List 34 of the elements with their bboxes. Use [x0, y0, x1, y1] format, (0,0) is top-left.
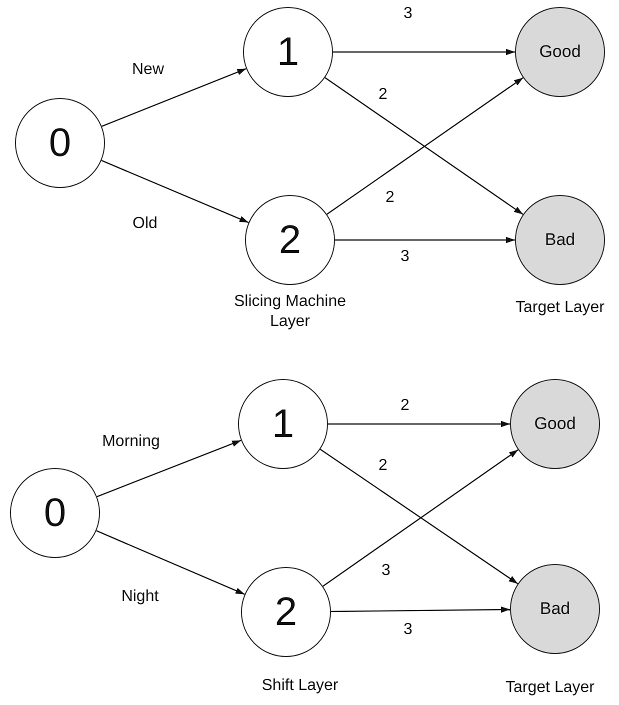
edge-label: 2 [386, 189, 394, 207]
layer-caption: Shift Layer [260, 676, 340, 696]
edge-label: New [132, 61, 164, 79]
node-label: 1 [272, 402, 294, 446]
node-label: Bad [544, 230, 576, 250]
node-label: 2 [274, 590, 298, 634]
edge-label: 2 [378, 457, 388, 475]
node-label: Good [539, 42, 581, 62]
arrow [101, 160, 249, 224]
edge-label: 2 [378, 86, 388, 104]
edge-label: Night [121, 588, 159, 606]
arrow [335, 236, 515, 244]
node-label: Good [534, 414, 576, 434]
edge-label: 3 [382, 562, 390, 580]
edge-label: 3 [400, 248, 410, 266]
node-label: 0 [48, 120, 72, 166]
arrow [328, 420, 510, 428]
arrow [102, 68, 246, 127]
layer-caption: Slicing Machine Layer [232, 292, 348, 332]
edge-label: 2 [400, 397, 410, 415]
arrow [333, 48, 515, 56]
edge-label: 3 [404, 621, 412, 639]
node-label: 0 [44, 490, 66, 536]
node-label: 2 [278, 218, 302, 262]
edge-label: Old [132, 215, 158, 233]
arrow [96, 530, 245, 595]
arrow [330, 606, 510, 613]
node-label: Bad [540, 599, 570, 619]
node-label: 1 [276, 30, 300, 74]
layer-caption: Target Layer [514, 298, 606, 318]
arrow [96, 440, 242, 498]
edge-label: 3 [404, 5, 412, 23]
layer-caption: Target Layer [504, 678, 596, 698]
edge-label: Morning [102, 433, 160, 451]
